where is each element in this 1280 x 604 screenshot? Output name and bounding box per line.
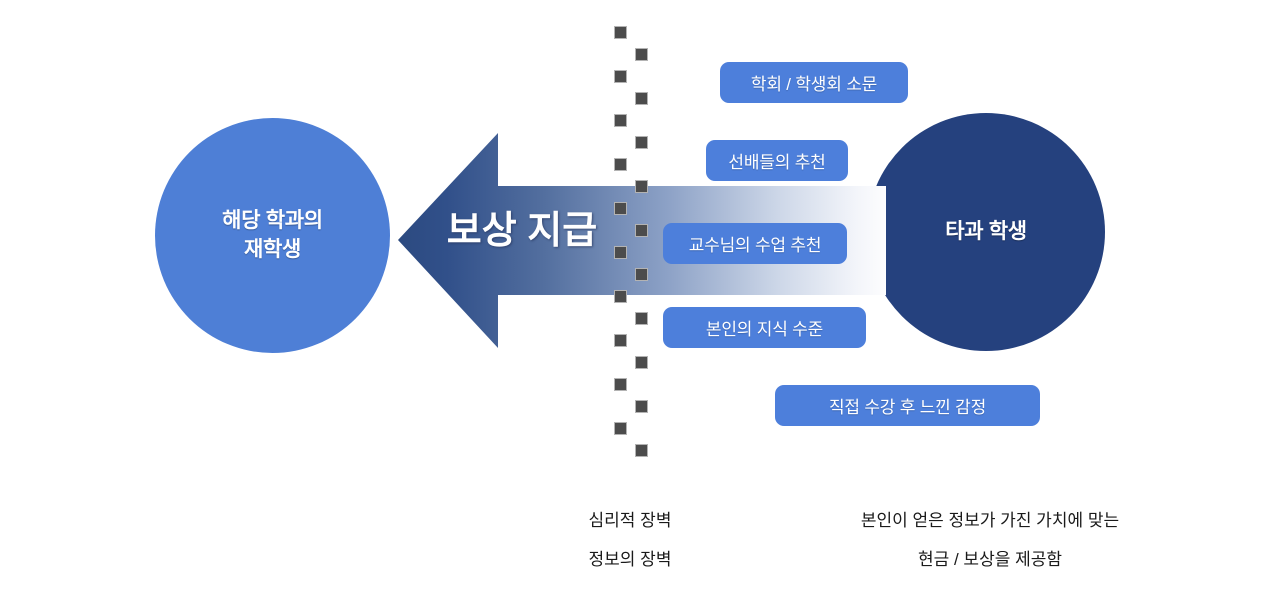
barrier-square <box>614 202 627 215</box>
reward-arrow[interactable] <box>390 125 890 357</box>
caption-right-line1: 본인이 얻은 정보가 가진 가치에 맞는 <box>860 511 1120 530</box>
information-pill[interactable]: 직접 수강 후 느낀 감정 <box>775 385 1040 426</box>
barrier-square <box>614 70 627 83</box>
information-pill[interactable]: 선배들의 추천 <box>706 140 848 181</box>
caption-left-line1: 심리적 장벽 <box>588 511 672 530</box>
circle-right-text: 타과 학생 <box>945 218 1027 246</box>
barrier-square <box>614 114 627 127</box>
circle-left-text: 해당 학과의 재학생 <box>222 207 323 264</box>
circle-left-line1: 해당 학과의 <box>222 209 323 233</box>
barrier-square <box>635 444 648 457</box>
circle-left-line2: 재학생 <box>243 237 302 261</box>
caption-left-line2: 정보의 장벽 <box>588 550 672 569</box>
barrier-square <box>635 92 648 105</box>
barrier-square <box>635 268 648 281</box>
barrier-square <box>635 356 648 369</box>
barrier-square <box>614 26 627 39</box>
circle-target-audience[interactable]: 해당 학과의 재학생 <box>155 118 390 353</box>
barrier-square <box>614 334 627 347</box>
circle-right-line1: 타과 학생 <box>945 219 1027 243</box>
barrier-square <box>635 180 648 193</box>
barrier-square <box>614 378 627 391</box>
barrier-square <box>635 48 648 61</box>
barrier-square <box>614 158 627 171</box>
barrier-square <box>635 224 648 237</box>
barrier-square <box>635 136 648 149</box>
barrier-square <box>614 422 627 435</box>
information-pill[interactable]: 교수님의 수업 추천 <box>663 223 847 264</box>
barrier-square <box>614 290 627 303</box>
barrier-square <box>635 312 648 325</box>
information-pill[interactable]: 학회 / 학생회 소문 <box>720 62 908 103</box>
information-pill[interactable]: 본인의 지식 수준 <box>663 307 866 348</box>
barrier-square <box>614 246 627 259</box>
circle-source-audience[interactable]: 타과 학생 <box>867 113 1105 351</box>
barrier-dotted-line <box>606 18 652 463</box>
barrier-square <box>635 400 648 413</box>
reward-arrow-label: 보상 지급 <box>446 210 598 252</box>
caption-right-line2: 현금 / 보상을 제공함 <box>917 550 1062 569</box>
